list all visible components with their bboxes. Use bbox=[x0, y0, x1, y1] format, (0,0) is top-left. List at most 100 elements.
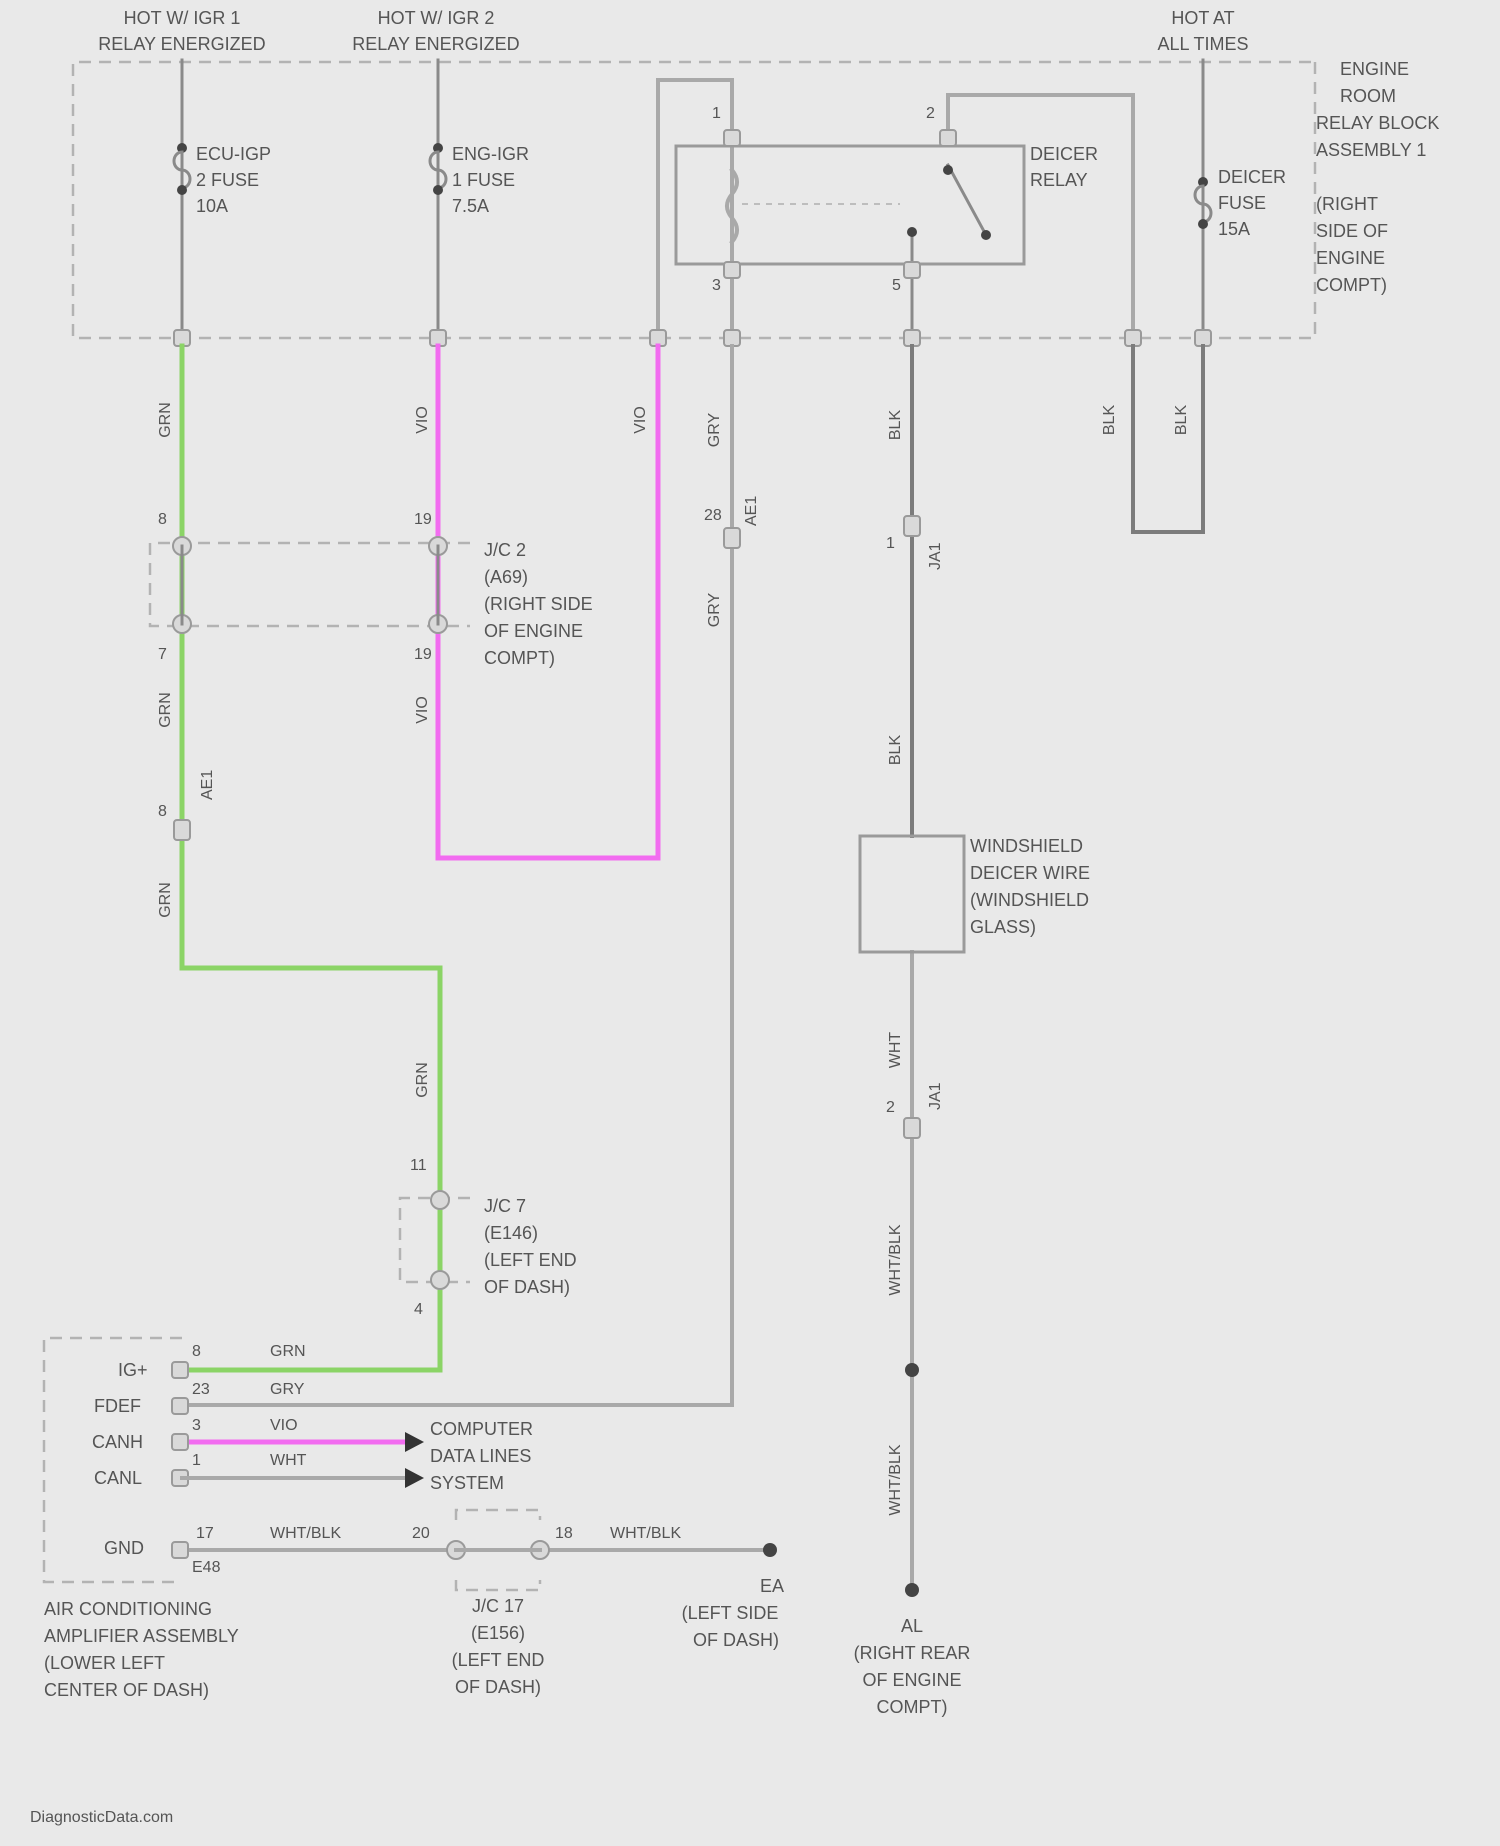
svg-text:20: 20 bbox=[412, 1525, 430, 1542]
ign1-label-1: HOT W/ IGR 1 bbox=[124, 8, 241, 28]
svg-text:GLASS): GLASS) bbox=[970, 917, 1036, 937]
svg-text:ECU-IGP: ECU-IGP bbox=[196, 144, 271, 164]
svg-text:8: 8 bbox=[158, 803, 167, 820]
pin-canh: CANH bbox=[92, 1432, 143, 1452]
svg-text:(E146): (E146) bbox=[484, 1223, 538, 1243]
ac-amplifier-assembly: IG+ FDEF CANH CANL GND 8 23 3 1 17 E48 G… bbox=[44, 1338, 341, 1700]
svg-text:ENGINE: ENGINE bbox=[1340, 59, 1409, 79]
ground-al-icon bbox=[905, 1583, 919, 1597]
svg-text:DATA LINES: DATA LINES bbox=[430, 1446, 531, 1466]
splice-icon bbox=[905, 1363, 919, 1377]
svg-text:(LEFT END: (LEFT END bbox=[452, 1650, 545, 1670]
svg-text:23: 23 bbox=[192, 1381, 210, 1398]
svg-text:WHT/BLK: WHT/BLK bbox=[887, 1224, 904, 1295]
fuse-eng-igr: ENG-IGR 1 FUSE 7.5A bbox=[430, 143, 529, 216]
svg-text:VIO: VIO bbox=[414, 696, 431, 724]
relay-switch-symbol bbox=[948, 165, 986, 235]
svg-text:AMPLIFIER ASSEMBLY: AMPLIFIER ASSEMBLY bbox=[44, 1626, 239, 1646]
svg-text:SYSTEM: SYSTEM bbox=[430, 1473, 504, 1493]
svg-text:(RIGHT: (RIGHT bbox=[1316, 194, 1378, 214]
svg-text:J/C 17: J/C 17 bbox=[472, 1596, 524, 1616]
svg-text:(RIGHT REAR: (RIGHT REAR bbox=[854, 1643, 971, 1663]
svg-text:4: 4 bbox=[414, 1301, 423, 1318]
svg-text:OF ENGINE: OF ENGINE bbox=[862, 1670, 961, 1690]
svg-text:11: 11 bbox=[410, 1157, 427, 1174]
fuse-deicer: DEICER FUSE 15A bbox=[1195, 167, 1286, 239]
svg-text:5: 5 bbox=[892, 277, 901, 294]
relay-block-outline bbox=[73, 62, 1315, 338]
svg-text:17: 17 bbox=[196, 1525, 214, 1542]
windshield-deicer-wire: WINDSHIELD DEICER WIRE (WINDSHIELD GLASS… bbox=[860, 836, 1090, 952]
svg-text:OF DASH): OF DASH) bbox=[693, 1630, 779, 1650]
svg-text:VIO: VIO bbox=[270, 1417, 298, 1434]
svg-text:COMPUTER: COMPUTER bbox=[430, 1419, 533, 1439]
svg-text:2: 2 bbox=[926, 105, 935, 122]
svg-text:RELAY BLOCK: RELAY BLOCK bbox=[1316, 113, 1439, 133]
svg-text:AE1: AE1 bbox=[743, 496, 760, 526]
svg-text:ENG-IGR: ENG-IGR bbox=[452, 144, 529, 164]
svg-text:GRN: GRN bbox=[414, 1062, 431, 1098]
svg-text:1: 1 bbox=[712, 105, 721, 122]
svg-text:(LEFT SIDE: (LEFT SIDE bbox=[682, 1603, 779, 1623]
hot-label-1: HOT AT bbox=[1171, 8, 1234, 28]
pin-canl: CANL bbox=[94, 1468, 142, 1488]
svg-text:GRN: GRN bbox=[157, 882, 174, 918]
footer-watermark: DiagnosticData.com bbox=[30, 1809, 173, 1826]
svg-text:7: 7 bbox=[158, 646, 167, 663]
gry-wire bbox=[182, 346, 732, 1405]
ground-ea: EA (LEFT SIDE OF DASH) bbox=[682, 1543, 784, 1650]
svg-text:BLK: BLK bbox=[887, 410, 904, 441]
svg-text:WHT/BLK: WHT/BLK bbox=[270, 1525, 341, 1542]
svg-text:8: 8 bbox=[192, 1343, 201, 1360]
svg-text:19: 19 bbox=[414, 511, 432, 528]
svg-text:ROOM: ROOM bbox=[1340, 86, 1396, 106]
svg-text:(WINDSHIELD: (WINDSHIELD bbox=[970, 890, 1089, 910]
svg-text:JA1: JA1 bbox=[927, 1082, 944, 1110]
svg-text:AL: AL bbox=[901, 1616, 923, 1636]
svg-text:GRN: GRN bbox=[270, 1343, 306, 1360]
canh-arrow-icon bbox=[405, 1432, 424, 1452]
svg-text:(RIGHT SIDE: (RIGHT SIDE bbox=[484, 594, 593, 614]
svg-text:EA: EA bbox=[760, 1576, 784, 1596]
blk-ground-loop: BLK BLK bbox=[1101, 346, 1203, 532]
svg-text:28: 28 bbox=[704, 507, 722, 524]
svg-text:15A: 15A bbox=[1218, 219, 1250, 239]
svg-text:OF ENGINE: OF ENGINE bbox=[484, 621, 583, 641]
svg-text:1 FUSE: 1 FUSE bbox=[452, 170, 515, 190]
svg-text:DEICER WIRE: DEICER WIRE bbox=[970, 863, 1090, 883]
svg-text:GRY: GRY bbox=[706, 592, 723, 627]
svg-text:VIO: VIO bbox=[414, 406, 431, 434]
upper-wires bbox=[182, 60, 1203, 338]
svg-text:WHT: WHT bbox=[270, 1452, 307, 1469]
ign2-label-2: RELAY ENERGIZED bbox=[352, 34, 519, 54]
svg-text:J/C 7: J/C 7 bbox=[484, 1196, 526, 1216]
svg-text:1: 1 bbox=[192, 1452, 201, 1469]
svg-text:OF DASH): OF DASH) bbox=[484, 1277, 570, 1297]
ign2-label-1: HOT W/ IGR 2 bbox=[378, 8, 495, 28]
svg-text:18: 18 bbox=[555, 1525, 573, 1542]
svg-text:GRN: GRN bbox=[157, 692, 174, 728]
svg-text:BLK: BLK bbox=[1173, 405, 1190, 436]
svg-text:BLK: BLK bbox=[1101, 405, 1118, 436]
inline-connectors: 8 AE1 28 AE1 1 JA1 2 JA1 bbox=[158, 496, 944, 1138]
svg-text:WHT: WHT bbox=[887, 1032, 904, 1069]
svg-text:ENGINE: ENGINE bbox=[1316, 248, 1385, 268]
svg-text:19: 19 bbox=[414, 646, 432, 663]
svg-text:3: 3 bbox=[712, 277, 721, 294]
svg-text:JA1: JA1 bbox=[927, 542, 944, 570]
svg-text:RELAY: RELAY bbox=[1030, 170, 1088, 190]
svg-text:2: 2 bbox=[886, 1099, 895, 1116]
svg-text:FUSE: FUSE bbox=[1218, 193, 1266, 213]
svg-text:(LOWER LEFT: (LOWER LEFT bbox=[44, 1653, 165, 1673]
ign1-label-2: RELAY ENERGIZED bbox=[98, 34, 265, 54]
svg-text:2 FUSE: 2 FUSE bbox=[196, 170, 259, 190]
svg-text:DEICER: DEICER bbox=[1030, 144, 1098, 164]
grn-wire bbox=[182, 346, 440, 1370]
svg-text:COMPT): COMPT) bbox=[877, 1697, 948, 1717]
svg-text:J/C 2: J/C 2 bbox=[484, 540, 526, 560]
header: HOT W/ IGR 1 RELAY ENERGIZED HOT W/ IGR … bbox=[98, 8, 1248, 54]
pin-ig: IG+ bbox=[118, 1360, 148, 1380]
svg-text:3: 3 bbox=[192, 1417, 201, 1434]
ground-ea-icon bbox=[763, 1543, 777, 1557]
